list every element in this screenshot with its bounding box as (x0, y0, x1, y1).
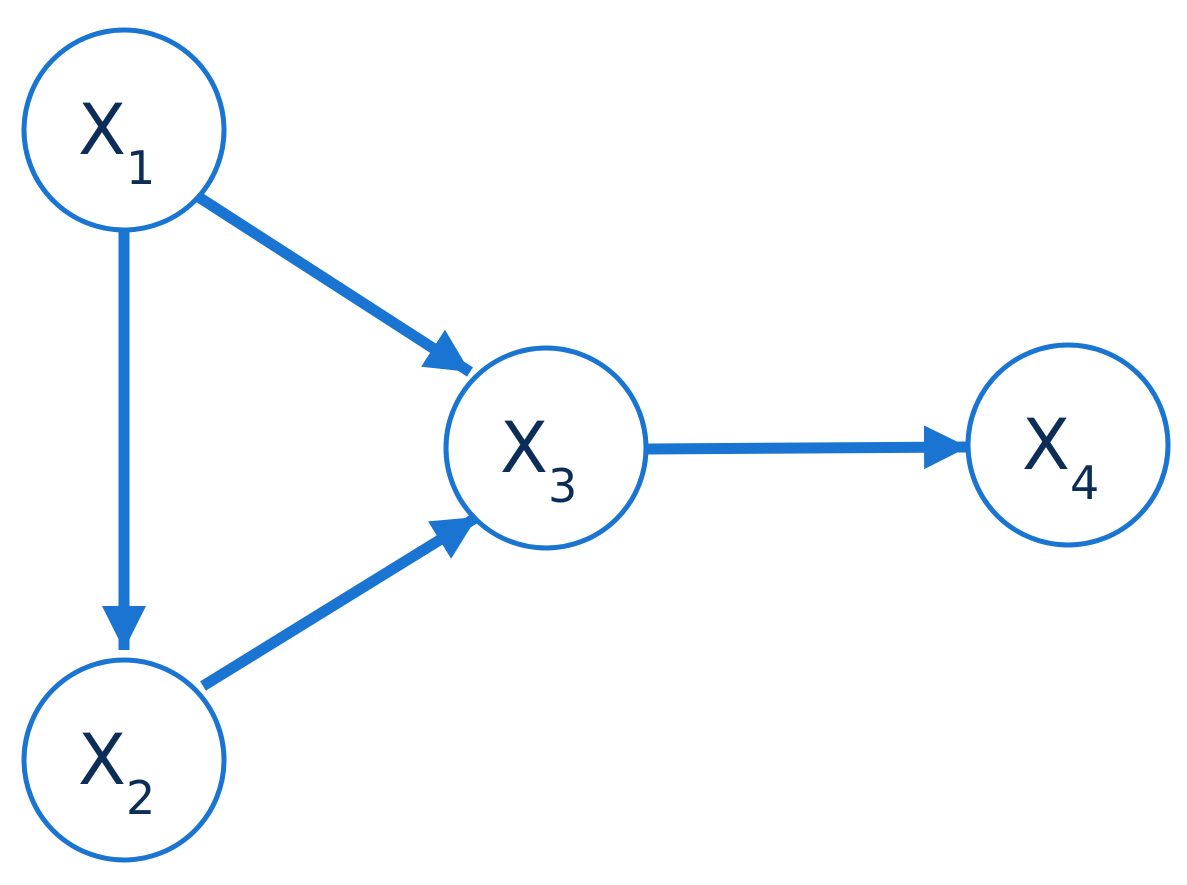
node-x2-letter: X (78, 719, 126, 801)
edge-x2-to-x3 (200, 512, 480, 691)
edge-group (102, 191, 969, 691)
node-x3-label: X3 (500, 407, 577, 513)
node-x1-subscript: 1 (126, 141, 155, 195)
node-x1: X1 (21, 27, 227, 233)
node-x3-circle (443, 345, 649, 551)
node-x4: X4 (965, 342, 1171, 548)
node-x2-circle (21, 657, 227, 863)
node-x4-circle (965, 342, 1171, 548)
node-x1-label: X1 (78, 89, 155, 195)
edge-x3-to-x4 (647, 425, 969, 470)
node-x2-label: X2 (78, 719, 155, 825)
node-x4-letter: X (1022, 404, 1070, 486)
node-x1-letter: X (78, 89, 126, 171)
node-x3-letter: X (500, 407, 548, 489)
node-x4-label: X4 (1022, 404, 1099, 510)
edge-x1-to-x3 (194, 191, 473, 377)
node-x3: X3 (443, 345, 649, 551)
node-x4-subscript: 4 (1070, 456, 1099, 510)
node-x2-subscript: 2 (126, 771, 155, 825)
node-x2: X2 (21, 657, 227, 863)
node-x1-circle (21, 27, 227, 233)
node-x3-subscript: 3 (548, 459, 577, 513)
